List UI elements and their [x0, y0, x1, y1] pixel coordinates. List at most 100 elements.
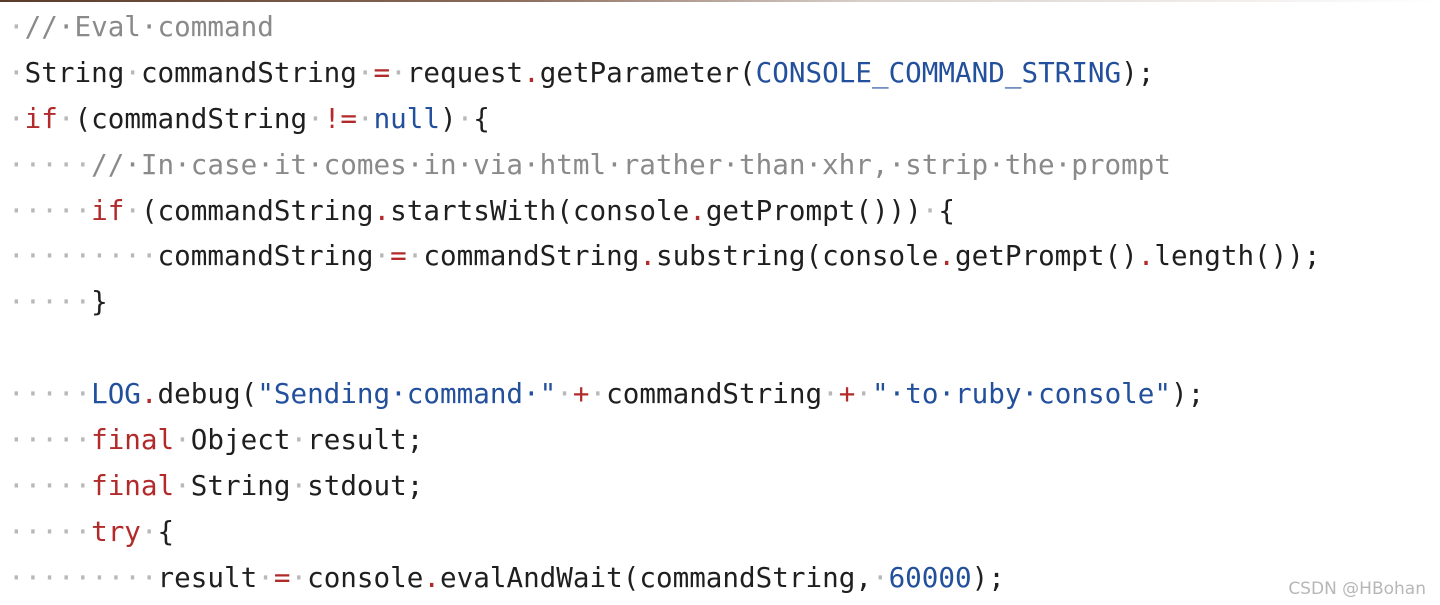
operator-token: . — [689, 193, 706, 227]
operator-token: . — [639, 239, 656, 273]
keyword-token: if — [24, 101, 58, 135]
operator-token: . — [1137, 239, 1155, 273]
operator-token: != — [323, 101, 357, 135]
code-line: ·····try·{ — [8, 509, 1440, 555]
operator-token: . — [140, 377, 158, 411]
code-token: getPrompt() — [955, 239, 1138, 273]
whitespace-marker: · — [373, 239, 391, 273]
operator-token: . — [423, 560, 440, 594]
whitespace-marker: · — [8, 10, 25, 43]
code-token: startsWith(console — [390, 193, 690, 227]
keyword-token: final — [91, 468, 175, 502]
operator-token: = — [273, 560, 291, 594]
code-token: result; — [307, 423, 424, 457]
whitespace-marker: · — [124, 193, 141, 227]
comment-token: //·Eval·command — [24, 10, 274, 43]
code-token: debug( — [157, 377, 258, 411]
code-token: substring(console — [655, 239, 939, 273]
whitespace-marker: · — [822, 377, 839, 411]
whitespace-marker: · — [356, 55, 374, 89]
operator-token: . — [938, 239, 955, 273]
whitespace-marker: · — [871, 560, 889, 594]
keyword-token: if — [91, 193, 125, 227]
code-token: commandString — [140, 55, 357, 89]
whitespace-marker: ········· — [8, 239, 158, 273]
whitespace-marker: ····· — [8, 285, 92, 319]
code-token: { — [157, 514, 175, 548]
code-line: ·····} — [8, 279, 1440, 325]
whitespace-marker: ········· — [8, 560, 158, 594]
operator-token: + — [572, 377, 590, 411]
code-token: getPrompt())) — [705, 193, 922, 227]
code-line: ·if·(commandString·!=·null)·{ — [8, 96, 1440, 142]
code-line: ·········result·=·console.evalAndWait(co… — [8, 555, 1440, 601]
whitespace-marker: · — [290, 560, 308, 594]
whitespace-marker: · — [855, 377, 872, 411]
code-token: String — [24, 55, 125, 89]
code-token: commandString — [606, 377, 823, 411]
code-token: ) — [440, 101, 457, 135]
code-token: String — [190, 468, 291, 502]
code-token: { — [938, 193, 956, 227]
code-token: (commandString — [140, 193, 374, 227]
operator-token: . — [373, 193, 391, 227]
code-token: ); — [971, 560, 1005, 594]
code-token: (commandString — [74, 101, 308, 135]
code-line: ·····if·(commandString.startsWith(consol… — [8, 188, 1440, 234]
code-line: ·····//·In·case·it·comes·in·via·html·rat… — [8, 142, 1440, 188]
whitespace-marker: · — [257, 560, 274, 594]
whitespace-marker: · — [124, 55, 141, 89]
whitespace-marker: · — [140, 514, 158, 548]
code-token: request — [406, 55, 524, 89]
whitespace-marker: · — [57, 101, 75, 135]
operator-token: = — [390, 239, 407, 273]
constant-token: null — [373, 101, 441, 135]
operator-token: . — [523, 55, 540, 89]
code-line: ·····final·Object·result; — [8, 417, 1440, 463]
code-line: ·String·commandString·=·request.getParam… — [8, 50, 1440, 96]
top-edge-divider — [0, 0, 1440, 2]
constant-token: LOG — [91, 377, 141, 411]
whitespace-marker: · — [8, 101, 25, 135]
whitespace-marker: · — [307, 101, 324, 135]
whitespace-marker: ····· — [8, 514, 92, 548]
code-line: ·········commandString·=·commandString.s… — [8, 233, 1440, 279]
whitespace-marker: · — [456, 101, 474, 135]
code-token: getParameter( — [539, 55, 756, 89]
code-token: commandString — [157, 239, 374, 273]
whitespace-marker: · — [290, 468, 308, 502]
whitespace-marker: · — [406, 239, 424, 273]
whitespace-marker: · — [8, 55, 25, 89]
whitespace-marker: ····· — [8, 193, 92, 227]
whitespace-marker: ····· — [8, 147, 92, 181]
code-token: commandString — [423, 239, 640, 273]
code-token: ); — [1171, 377, 1205, 411]
whitespace-marker: · — [174, 468, 191, 502]
string-token: "·to·ruby·console" — [871, 377, 1172, 411]
string-token: "Sending·command·" — [257, 377, 557, 411]
comment-token: //·In·case·it·comes·in·via·html·rather·t… — [91, 147, 1171, 181]
code-token: evalAndWait(commandString, — [440, 560, 872, 594]
keyword-token: final — [91, 423, 175, 457]
whitespace-marker: ····· — [8, 468, 92, 502]
whitespace-marker: · — [921, 193, 939, 227]
whitespace-marker: · — [174, 423, 191, 457]
constant-token: CONSOLE_COMMAND_STRING — [755, 55, 1122, 89]
code-token: Object — [190, 423, 291, 457]
whitespace-marker: · — [589, 377, 607, 411]
whitespace-marker: ····· — [8, 423, 92, 457]
code-token: { — [473, 101, 490, 135]
code-line: ·//·Eval·command — [8, 4, 1440, 50]
keyword-token: try — [91, 514, 141, 548]
watermark: CSDN @HBohan — [1288, 579, 1426, 599]
code-token: console — [307, 560, 424, 594]
whitespace-marker: · — [290, 423, 308, 457]
code-token: stdout; — [307, 468, 424, 502]
code-token: result — [157, 560, 258, 594]
code-line: ·····final·String·stdout; — [8, 463, 1440, 509]
whitespace-marker: · — [356, 101, 374, 135]
number-token: 60000 — [888, 560, 972, 594]
code-block: ·//·Eval·command·String·commandString·=·… — [8, 4, 1440, 601]
whitespace-marker: · — [556, 377, 573, 411]
